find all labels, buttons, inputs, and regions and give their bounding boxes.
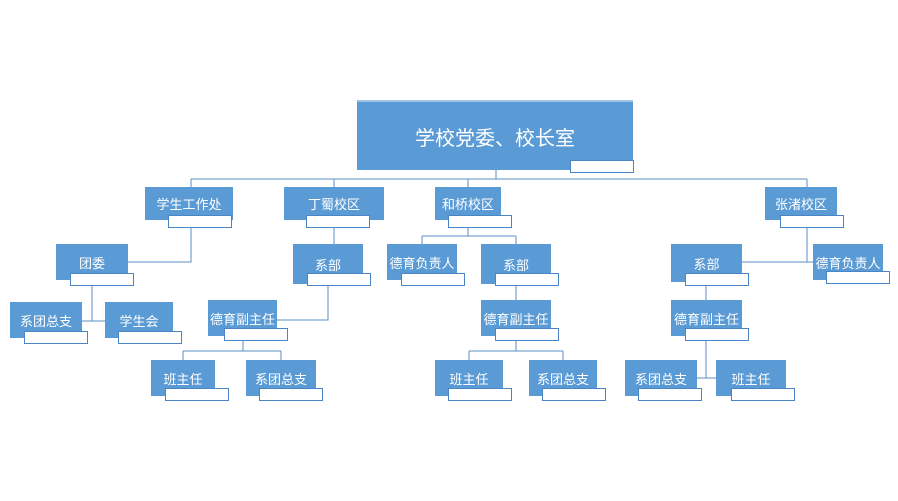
node-youth-league-committee-tag: [70, 273, 134, 286]
node-dingshu-campus-tag: [306, 215, 370, 228]
node-department-dingshu[interactable]: 系部: [293, 244, 363, 284]
connector-zhangzhu-children: [742, 220, 813, 263]
connector-deyu2-children: [468, 336, 564, 360]
connector-deyu3-children: [697, 336, 716, 379]
node-zhangzhu-campus-tag: [780, 215, 844, 228]
node-student-union-tag: [118, 331, 182, 344]
node-root-tag: [570, 160, 634, 173]
connector-deyu1-children: [182, 336, 282, 360]
node-department-dingshu-tag: [307, 273, 371, 286]
node-class-teacher-dingshu-tag: [165, 388, 229, 401]
node-dept-league-branch-zhangzhu-tag: [638, 388, 702, 401]
node-student-affairs-tag: [168, 215, 232, 228]
node-class-teacher-heqiao-tag: [448, 388, 512, 401]
node-moral-lead-heqiao-tag: [401, 273, 465, 286]
connector-xuesheng-tuanwei: [127, 220, 192, 263]
node-heqiao-campus-tag: [448, 215, 512, 228]
node-moral-deputy-zhangzhu-tag: [685, 328, 749, 341]
node-zhangzhu-campus[interactable]: 张渚校区: [765, 187, 837, 220]
node-dept-league-branch-1-tag: [24, 331, 88, 344]
node-moral-deputy-dingshu-tag: [224, 328, 288, 341]
connector-root-level2: [190, 170, 808, 187]
node-department-zhangzhu-tag: [685, 273, 749, 286]
node-department-heqiao-tag: [495, 273, 559, 286]
connector-tuanwei-children: [81, 280, 105, 322]
node-moral-deputy-heqiao-tag: [495, 328, 559, 341]
node-dept-league-branch-heqiao-tag: [542, 388, 606, 401]
node-dingshu-campus[interactable]: 丁蜀校区: [284, 187, 384, 220]
connector-heqiao-children: [421, 220, 517, 244]
node-school-party-committee[interactable]: 学校党委、校长室: [357, 100, 633, 170]
node-dept-league-branch-dingshu-tag: [259, 388, 323, 401]
node-class-teacher-zhangzhu-tag: [731, 388, 795, 401]
node-moral-lead-zhangzhu-tag: [826, 271, 890, 284]
node-heqiao-campus[interactable]: 和桥校区: [435, 187, 501, 220]
node-student-affairs[interactable]: 学生工作处: [145, 187, 233, 220]
connector-xibu-deyu: [277, 284, 329, 321]
